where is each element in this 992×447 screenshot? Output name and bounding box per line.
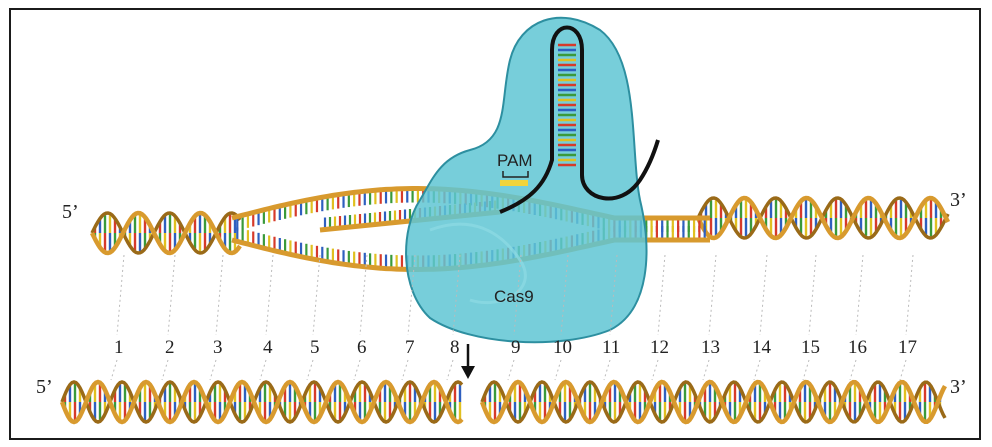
position-number-6: 6	[357, 337, 367, 358]
guide-line	[111, 360, 117, 380]
guide-line	[850, 360, 856, 380]
guide-line	[809, 255, 816, 335]
guide-line	[313, 255, 320, 335]
guide-line	[900, 360, 906, 380]
guide-line	[117, 255, 124, 335]
position-number-14: 14	[752, 337, 772, 358]
guide-line	[168, 255, 175, 335]
guide-line	[402, 360, 408, 380]
bottom-left-end-label: 5’	[36, 376, 53, 398]
top-left-end-label: 5’	[62, 201, 79, 223]
guide-line	[508, 360, 514, 380]
position-number-15: 15	[801, 337, 820, 358]
position-number-7: 7	[405, 337, 415, 358]
guide-line	[210, 360, 216, 380]
position-number-17: 17	[898, 337, 917, 358]
guide-line	[266, 255, 273, 335]
guide-line	[604, 360, 610, 380]
top-right-end-label: 3’	[950, 189, 967, 211]
guide-line	[856, 255, 863, 335]
guide-line	[216, 255, 223, 335]
cas9-label: Cas9	[494, 287, 534, 306]
guide-line	[354, 360, 360, 380]
guide-line	[760, 255, 767, 335]
pam-label: PAM	[497, 151, 533, 170]
guide-line	[307, 360, 313, 380]
position-number-16: 16	[848, 337, 867, 358]
position-number-11: 11	[602, 337, 620, 358]
position-number-4: 4	[263, 337, 273, 358]
guide-line	[906, 255, 913, 335]
bottom-dna-helix	[62, 382, 945, 422]
guide-line	[447, 360, 453, 380]
guide-line	[260, 360, 266, 380]
guide-line	[658, 255, 665, 335]
bottom-right-end-label: 3’	[950, 376, 967, 398]
position-number-9: 9	[511, 337, 521, 358]
position-number-5: 5	[310, 337, 320, 358]
position-number-8: 8	[450, 337, 460, 358]
guide-line	[162, 360, 168, 380]
position-number-12: 12	[650, 337, 669, 358]
guide-line	[703, 360, 709, 380]
pam-highlight	[500, 180, 528, 186]
guide-line	[652, 360, 658, 380]
guide-line	[803, 360, 809, 380]
cut-arrow-icon	[461, 344, 475, 379]
position-number-3: 3	[213, 337, 223, 358]
guide-line	[555, 360, 561, 380]
position-number-10: 10	[553, 337, 572, 358]
guide-line	[709, 255, 716, 335]
guide-line	[754, 360, 760, 380]
position-number-1: 1	[114, 337, 124, 358]
position-number-13: 13	[701, 337, 720, 358]
position-number-2: 2	[165, 337, 175, 358]
